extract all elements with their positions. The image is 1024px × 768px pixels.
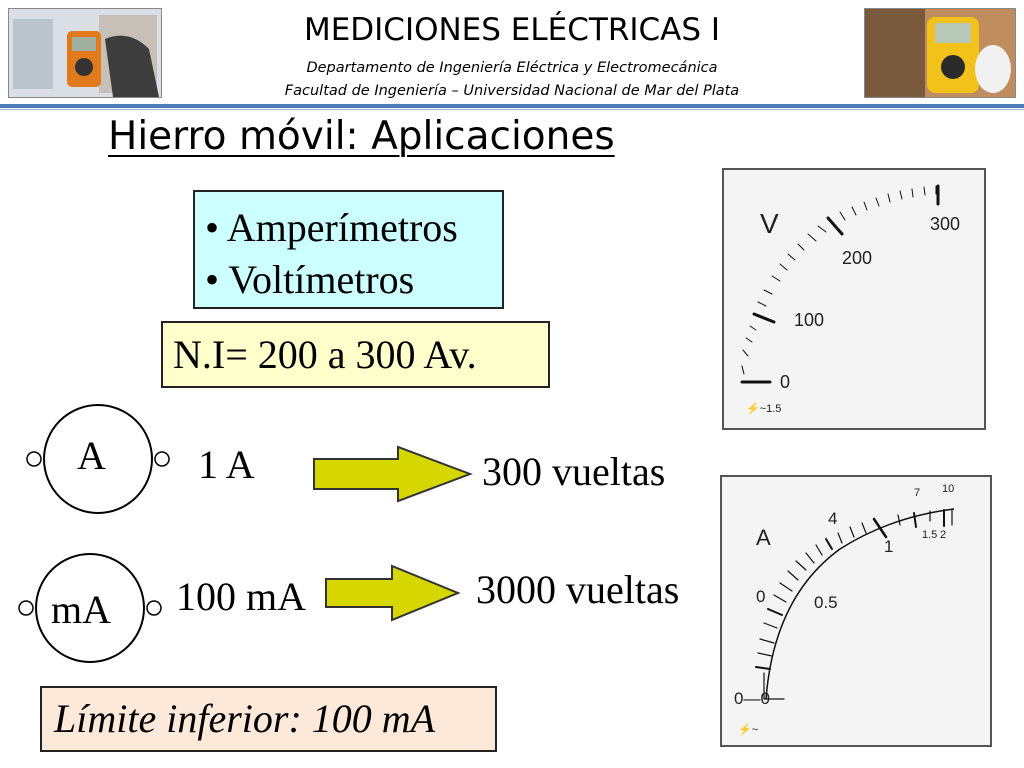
ammeter-scale-1-5: 1.5 [922,529,938,541]
instrument-types-box: • Amperímetros • Voltímetros [193,190,504,309]
course-title: MEDICIONES ELÉCTRICAS I [303,12,721,48]
ammeter-scale-7: 7 [914,487,921,499]
header-photo-multimeter-left [8,8,162,98]
bullet-amperimetros: • Amperímetros [205,205,458,250]
voltmeter-scale-100: 100 [794,310,825,330]
faculty-line: Facultad de Ingeniería – Universidad Nac… [284,83,740,99]
ampere-turns-box: N.I= 200 a 300 Av. [161,321,550,388]
ammeter-unit-label: A [756,525,771,550]
ammeter-scale-10: 10 [942,483,955,495]
ammeter-scale-0-5: 0.5 [814,593,838,612]
arrow-right-icon [313,445,473,503]
ammeter-footer-marks: ⚡~ [738,724,759,736]
voltmeter-scale-200: 200 [842,248,873,268]
ammeter-symbol-label: A [77,433,106,478]
header-rule [0,104,1024,108]
current-100ma-label: 100 mA [176,574,306,619]
voltmeter-scale-300: 300 [930,214,961,234]
voltmeter-dial-image: V 0 100 200 300 ⚡~1.5 [722,168,986,430]
arrow-right-icon [325,564,461,622]
ammeter-symbol [26,404,170,514]
turns-3000-label: 3000 vueltas [476,567,680,612]
current-1a-label: 1 A [198,442,255,487]
slide-title: Hierro móvil: Aplicaciones [108,114,615,159]
milliammeter-symbol-label: mA [51,587,111,632]
bullet-voltimetros: • Voltímetros [205,257,415,302]
header-rule-thin [0,109,1024,110]
department-line: Departamento de Ingeniería Eléctrica y E… [306,60,718,76]
ammeter-scale-1: 1 [884,537,894,556]
ammeter-dial-image: A 0 0.5 1 4 7 10 1.5 2 0—0 ⚡~ [720,475,992,747]
milliammeter-symbol [18,553,162,663]
ammeter-scale-4: 4 [828,509,838,528]
header-photo-multimeter-right [864,8,1016,98]
ammeter-zero-label: 0—0 [734,689,770,708]
voltmeter-unit-label: V [760,208,779,239]
voltmeter-scale-0: 0 [780,372,791,392]
voltmeter-footer-marks: ⚡~1.5 [746,403,782,415]
lower-limit-box: Límite inferior: 100 mA [40,686,497,752]
turns-300-label: 300 vueltas [482,449,666,494]
ammeter-scale-0: 0 [756,587,766,606]
ammeter-scale-2: 2 [940,529,947,541]
